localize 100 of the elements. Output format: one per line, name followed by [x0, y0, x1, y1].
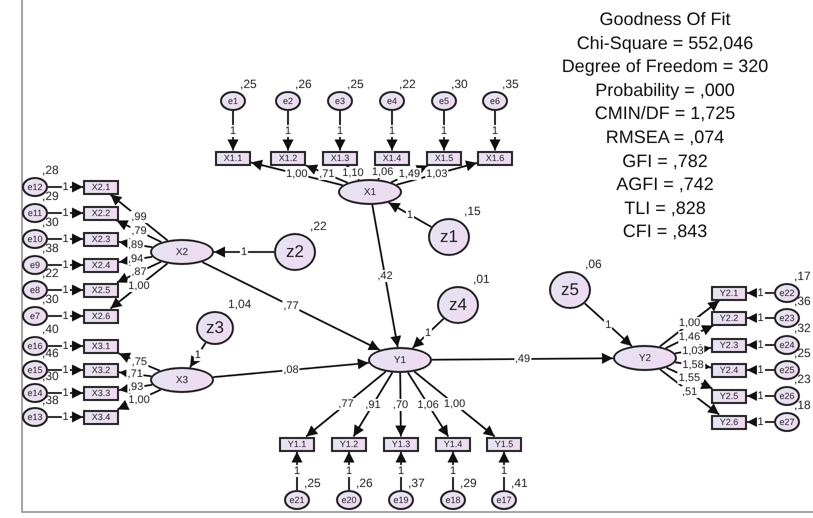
path-coefficient: ,42: [376, 270, 394, 282]
path-coefficient: 1,00: [442, 398, 466, 410]
path-coefficient: 1: [336, 124, 344, 137]
observed-variable-box: X3.4: [83, 410, 119, 424]
error-term-circle: e5: [431, 91, 457, 111]
path-coefficient: 1,03: [681, 344, 705, 357]
disturbance-circle: z5: [549, 271, 591, 309]
path-coefficient: 1: [756, 364, 765, 376]
error-term-circle: e26: [774, 386, 800, 406]
path-coefficient: ,77: [337, 398, 355, 410]
observed-variable-box: X2.2: [83, 206, 119, 220]
path-coefficient: ,94: [126, 253, 144, 266]
observed-variable-box: X3.2: [83, 362, 119, 378]
observed-variable-box: X1.2: [270, 150, 306, 166]
path-coefficient: 1,03: [425, 168, 448, 180]
path-coefficient: ,08: [282, 364, 300, 376]
observed-variable-box: X1.4: [374, 150, 410, 166]
path-coefficient: ,70: [392, 398, 410, 411]
error-term-circle: e18: [440, 490, 466, 510]
path-coefficient: 1: [490, 124, 500, 137]
path-coefficient: ,93: [126, 381, 144, 394]
path-coefficient: 1: [61, 411, 70, 423]
fit-statistic: Degree of Freedom = 320: [560, 55, 770, 78]
error-term-circle: e20: [336, 490, 362, 510]
error-term-circle: e13: [22, 407, 48, 427]
arrow: [213, 358, 369, 378]
arrow: [110, 194, 168, 242]
observed-variable-box: X2.4: [83, 258, 119, 272]
observed-variable-box: Y2.2: [711, 310, 747, 326]
path-coefficient: 1: [61, 310, 70, 322]
path-coefficient: 1,46: [678, 330, 702, 343]
observed-variable-box: X1.5: [426, 150, 462, 166]
observed-variable-box: X3.1: [83, 338, 119, 354]
variance-value: ,25: [304, 476, 321, 490]
path-coefficient: ,71: [318, 168, 336, 180]
observed-variable-box: Y2.3: [711, 338, 747, 352]
fit-statistic: TLI = ,828: [623, 196, 707, 220]
variance-value: ,17: [794, 269, 811, 283]
error-term-circle: e2: [275, 91, 301, 111]
disturbance-circle: z3: [196, 311, 234, 345]
variance-value: ,01: [473, 272, 490, 286]
error-term-circle: e17: [491, 490, 517, 510]
error-term-circle: e4: [379, 91, 405, 111]
path-coefficient: ,79: [130, 225, 148, 238]
variance-value: ,06: [585, 257, 602, 271]
arrow: [48, 388, 83, 398]
path-coefficient: 1: [344, 464, 354, 477]
path-coefficient: 1: [500, 464, 508, 477]
path-coefficient: 1,55: [678, 372, 702, 384]
observed-variable-box: Y2.1: [711, 286, 747, 300]
variance-value: ,22: [399, 77, 416, 91]
fit-statistic: Probability = ,000: [594, 78, 736, 102]
observed-variable-box: Y2.6: [711, 414, 747, 430]
arrow: [48, 412, 83, 422]
path-coefficient: ,71: [126, 368, 144, 380]
path-coefficient: ,99: [130, 211, 148, 224]
path-coefficient: 1: [240, 246, 248, 258]
observed-variable-box: X1.6: [477, 150, 513, 166]
path-coefficient: 1: [292, 464, 302, 477]
path-coefficient: 1,06: [416, 398, 440, 411]
path-coefficient: 1: [396, 464, 406, 477]
arrow: [48, 310, 83, 322]
arrow: [214, 246, 274, 258]
variance-value: ,46: [42, 346, 59, 360]
variance-value: ,30: [451, 77, 468, 91]
path-coefficient: 1: [424, 327, 432, 340]
path-coefficient: 1,00: [285, 168, 309, 180]
arrow: [202, 261, 380, 351]
arrow: [747, 340, 774, 350]
arrow: [414, 370, 496, 438]
observed-variable-box: Y1.3: [383, 436, 419, 452]
arrow: [659, 300, 720, 348]
path-coefficient: 1: [756, 287, 765, 299]
path-coefficient: 1: [61, 340, 70, 352]
path-coefficient: 1,00: [678, 317, 702, 330]
arrow: [412, 318, 444, 349]
arrow: [584, 302, 633, 347]
arrow: [118, 352, 160, 372]
path-coefficient: 1,10: [341, 166, 365, 179]
observed-variable-box: X2.3: [83, 232, 119, 246]
variance-value: ,37: [408, 476, 425, 490]
arrow: [306, 164, 348, 184]
arrow: [371, 204, 402, 348]
path-coefficient: 1,49: [398, 168, 422, 180]
observed-variable-box: Y2.5: [711, 388, 747, 404]
variance-value: ,25: [240, 77, 257, 91]
path-coefficient: 1: [756, 339, 765, 351]
variance-value: ,41: [511, 476, 528, 490]
path-coefficient: ,91: [364, 398, 382, 411]
observed-variable-box: Y1.4: [435, 436, 471, 452]
path-coefficient: 1: [61, 207, 70, 219]
arrow: [432, 352, 614, 364]
arrow: [747, 288, 774, 298]
observed-variable-box: Y1.1: [279, 436, 315, 452]
path-coefficient: ,87: [130, 266, 148, 278]
error-term-circle: e3: [327, 91, 353, 111]
observed-variable-box: X1.1: [215, 150, 251, 166]
error-term-circle: e19: [388, 490, 414, 510]
arrow: [352, 372, 394, 437]
path-coefficient: 1: [448, 464, 458, 477]
